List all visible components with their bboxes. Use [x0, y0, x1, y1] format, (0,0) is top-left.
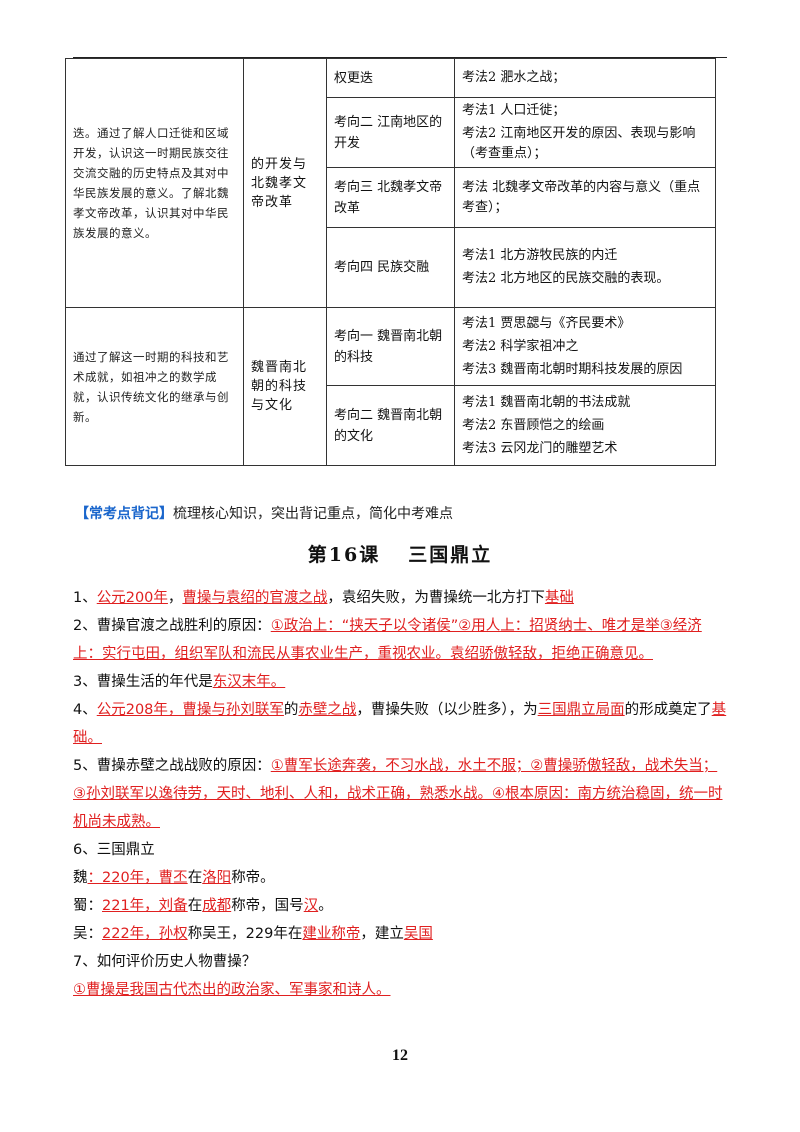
key-point-item: 4、公元208年，曹操与孙刘联军的赤壁之战，曹操失败（以少胜多），为三国鼎立局面… — [73, 696, 728, 752]
method-item: 考法1 人口迁徙； — [462, 103, 566, 118]
methods-cell: 考法1 贾思勰与《齐民要术》 考法2 科学家祖冲之 考法3 魏晋南北朝时期科技发… — [454, 307, 716, 386]
item-text: 2、曹操官渡之战胜利的原因： — [73, 618, 271, 634]
highlighted-answer: 三国鼎立局面 — [537, 702, 625, 718]
method-item: 考法2 北方地区的民族交融的表现。 — [462, 271, 670, 286]
highlighted-answer: 吴国 — [403, 926, 433, 942]
lesson-name: 三国鼎立 — [408, 544, 493, 566]
method-item: 考法3 魏晋南北朝时期科技发展的原因 — [462, 361, 683, 377]
highlighted-answer: 赤壁之战 — [298, 702, 357, 718]
topic-cell: 魏晋南北朝的科技与文化 — [243, 307, 327, 466]
key-point-item: 吴：222年，孙权称吴王，229年在建业称帝，建立吴国 — [73, 920, 728, 948]
highlighted-answer: 基础。 — [73, 702, 727, 746]
item-text: 魏 — [73, 870, 88, 886]
methods-cell: 考法2 淝水之战； — [454, 58, 716, 98]
banner-description: 梳理核心知识，突出背记重点，简化中考难点 — [173, 506, 453, 522]
highlighted-answer: 基础 — [544, 590, 574, 606]
method-item: 考法2 科学家祖冲之 — [462, 338, 579, 354]
curriculum-goal-cell: 通过了解这一时期的科技和艺术成就，如祖冲之的数学成就，认识传统文化的继承与创新。 — [65, 307, 244, 466]
key-point-item: 魏：220年，曹丕在洛阳称帝。 — [73, 864, 728, 892]
table-row: 考向二 魏晋南北朝的文化 考法1 魏晋南北朝的书法成就 考法2 东晋顾恺之的绘画… — [66, 385, 716, 466]
table-row: 通过了解这一时期的科技和艺术成就，如祖冲之的数学成就，认识传统文化的继承与创新。… — [65, 307, 716, 466]
table-row: 迭。通过了解人口迁徙和区域开发，认识这一时期民族交往交流交融的历史特点及其对中华… — [65, 58, 716, 308]
key-point-item: 2、曹操官渡之战胜利的原因：①政治上：“挟天子以令诸侯”②用人上：招贤纳士、唯才… — [73, 612, 728, 668]
method-item: 考法1 魏晋南北朝的书法成就 — [462, 394, 631, 410]
item-text: ， — [167, 590, 183, 606]
highlighted-answer: 建业称帝 — [302, 926, 361, 942]
method-item: 考法2 东晋顾恺之的绘画 — [462, 417, 605, 433]
highlighted-answer: 东汉末年。 — [212, 674, 286, 690]
lesson-number: 第16课 — [307, 544, 381, 566]
key-point-item: 5、曹操赤壁之战战败的原因：①曹军长途奔袭，不习水战，水土不服；②曹操骄傲轻敌，… — [73, 752, 728, 836]
item-text: ，曹操失败（以少胜多），为 — [356, 702, 538, 718]
method-item: 考法2 淝水之战； — [462, 70, 566, 85]
highlighted-answer: 曹操与袁绍的官渡之战 — [182, 590, 328, 606]
item-text: 3、曹操生活的年代是 — [73, 674, 213, 690]
methods-cell: 考法1 北方游牧民族的内迁 考法2 北方地区的民族交融的表现。 — [454, 227, 716, 308]
methods-cell: 考法1 魏晋南北朝的书法成就 考法2 东晋顾恺之的绘画 考法3 云冈龙门的雕塑艺… — [454, 385, 716, 466]
key-point-item: 6、三国鼎立 — [73, 836, 728, 864]
item-text: 7、如何评价历史人物曹操？ — [73, 954, 257, 970]
methods-cell: 考法1 人口迁徙； 考法2 江南地区开发的原因、表现与影响（考查重点）； — [454, 97, 716, 168]
direction-cell: 考向二 魏晋南北朝的文化 — [326, 385, 455, 466]
table-row: 考向三 北魏孝文帝改革 考法 北魏孝文帝改革的内容与意义（重点考查）； — [66, 167, 716, 228]
item-text: 4、 — [73, 702, 97, 718]
key-points-banner: 【常考点背记】梳理核心知识，突出背记重点，简化中考难点 — [75, 503, 453, 523]
highlighted-answer: 成都 — [202, 898, 232, 914]
item-text: 吴： — [73, 926, 102, 942]
highlighted-answer: 公元200年 — [96, 590, 168, 606]
key-point-item: 3、曹操生活的年代是东汉末年。 — [73, 668, 728, 696]
top-rule — [73, 57, 727, 58]
method-item: 考法1 北方游牧民族的内迁 — [462, 248, 618, 263]
item-text: ，袁绍失败，为曹操统一北方打下 — [327, 590, 545, 606]
topic-cell: 的开发与北魏孝文帝改革 — [243, 58, 327, 308]
direction-cell: 考向三 北魏孝文帝改革 — [326, 167, 455, 228]
table-row: 考向四 民族交融 考法1 北方游牧民族的内迁 考法2 北方地区的民族交融的表现。 — [66, 227, 716, 308]
direction-cell: 权更迭 — [326, 58, 455, 98]
item-text: 的形成奠定了 — [624, 702, 712, 718]
exam-outline-table: 迭。通过了解人口迁徙和区域开发，认识这一时期民族交往交流交融的历史特点及其对中华… — [65, 58, 716, 466]
highlighted-answer: ①政治上：“挟天子以令诸侯”②用人上：招贤纳士、唯才是举③经济上：实行屯田，组织… — [73, 618, 702, 662]
item-text: 在 — [187, 898, 203, 914]
item-text: 称吴王，229年在 — [187, 926, 303, 942]
highlighted-answer: ：220年，曹丕 — [87, 870, 188, 886]
highlighted-answer: 汉 — [303, 898, 319, 914]
item-text: 在 — [187, 870, 203, 886]
highlighted-answer: 222年，孙权 — [102, 926, 188, 942]
method-item: 考法3 云冈龙门的雕塑艺术 — [462, 440, 618, 456]
page-number: 12 — [392, 1047, 408, 1064]
highlighted-answer: 221年，刘备 — [102, 898, 188, 914]
method-item: 考法 北魏孝文帝改革的内容与意义（重点考查）； — [462, 179, 701, 215]
table-row: 考向二 江南地区的开发 考法1 人口迁徙； 考法2 江南地区开发的原因、表现与影… — [66, 97, 716, 168]
item-text: ，建立 — [360, 926, 404, 942]
item-text: 称帝。 — [231, 870, 275, 886]
item-text: 。 — [318, 898, 333, 914]
item-text: 蜀： — [73, 898, 102, 914]
key-point-item: ①曹操是我国古代杰出的政治家、军事家和诗人。 — [73, 976, 728, 1004]
item-text: 称帝，国号 — [231, 898, 304, 914]
banner-tag: 【常考点背记】 — [75, 506, 173, 522]
key-point-item: 1、公元200年，曹操与袁绍的官渡之战，袁绍失败，为曹操统一北方打下基础 — [73, 584, 728, 612]
lesson-title: 第16课 三国鼎立 — [0, 540, 800, 567]
curriculum-goal-cell: 迭。通过了解人口迁徙和区域开发，认识这一时期民族交往交流交融的历史特点及其对中华… — [65, 58, 244, 308]
method-item: 考法1 贾思勰与《齐民要术》 — [462, 315, 631, 331]
methods-cell: 考法 北魏孝文帝改革的内容与意义（重点考查）； — [454, 167, 716, 228]
highlighted-answer: 公元208年，曹操与孙刘联军 — [96, 702, 284, 718]
direction-cell: 考向二 江南地区的开发 — [326, 97, 455, 168]
direction-cell: 考向一 魏晋南北朝的科技 — [326, 307, 455, 386]
item-text: 的 — [283, 702, 299, 718]
item-text: 1、 — [73, 590, 97, 606]
method-item: 考法2 江南地区开发的原因、表现与影响（考查重点）； — [462, 126, 696, 161]
highlighted-answer: 洛阳 — [202, 870, 232, 886]
item-text: 6、三国鼎立 — [73, 842, 155, 858]
key-point-item: 7、如何评价历史人物曹操？ — [73, 948, 728, 976]
item-text: 5、曹操赤壁之战战败的原因： — [73, 758, 271, 774]
direction-cell: 考向四 民族交融 — [326, 227, 455, 308]
key-point-item: 蜀：221年，刘备在成都称帝，国号汉。 — [73, 892, 728, 920]
highlighted-answer: ①曹军长途奔袭，不习水战，水土不服；②曹操骄傲轻敌，战术失当；③孙刘联军以逸待劳… — [73, 758, 723, 830]
highlighted-answer: ①曹操是我国古代杰出的政治家、军事家和诗人。 — [73, 982, 391, 998]
